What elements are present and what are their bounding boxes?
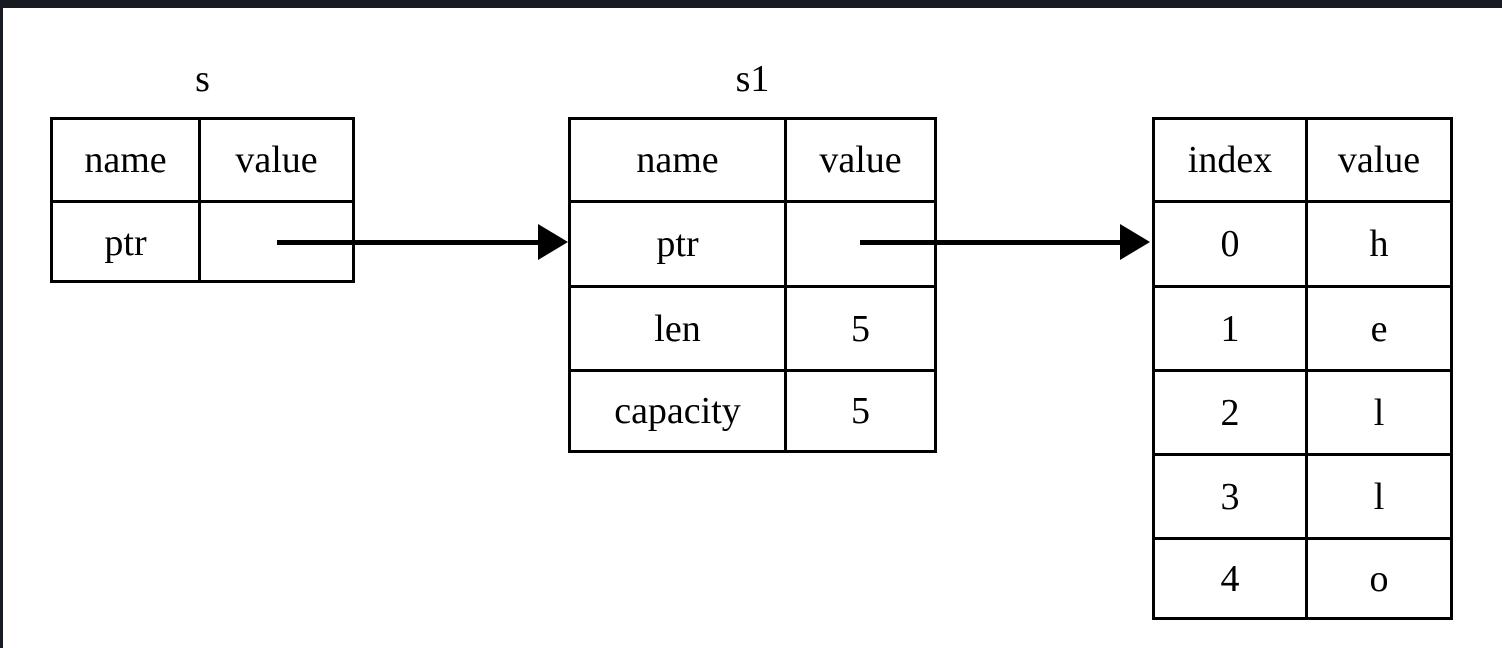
table-s: name value ptr [50, 117, 355, 283]
field-name-ptr: ptr [571, 203, 787, 285]
column-header-value: value [819, 139, 902, 181]
column-header-value: value [1337, 139, 1421, 181]
table-row: ptr [571, 203, 934, 288]
buffer-index-3: 3 [1155, 456, 1308, 537]
table-row: len 5 [571, 288, 934, 372]
column-header-value: value [235, 139, 318, 181]
buffer-index-0: 0 [1155, 203, 1308, 285]
buffer-index-1: 1 [1155, 288, 1308, 369]
column-header-name: name [571, 120, 787, 200]
table-row: ptr [53, 203, 352, 283]
table-row: 4 o [1155, 540, 1450, 617]
page-frame-left-rule [0, 0, 3, 648]
pointer-arrow-s1-to-buffer-line [860, 240, 1126, 245]
table-row: 3 l [1155, 456, 1450, 540]
table-s1: name value ptr len 5 capacity 5 [568, 117, 937, 453]
table-buffer: index value 0 h 1 e 2 l 3 l 4 o [1152, 117, 1453, 620]
table-row: 2 l [1155, 372, 1450, 456]
table-row: name value [571, 120, 934, 203]
buffer-index-2: 2 [1155, 372, 1308, 453]
table-row: capacity 5 [571, 372, 934, 450]
page-frame-top-rule [0, 0, 1502, 8]
table-row: index value [1155, 120, 1450, 203]
table-row: name value [53, 120, 352, 203]
buffer-value-2: l [1373, 391, 1385, 434]
column-header-name: name [53, 120, 201, 200]
table-row: 1 e [1155, 288, 1450, 372]
buffer-value-0: h [1369, 223, 1389, 265]
field-value-len: 5 [851, 307, 870, 350]
field-name-ptr: ptr [53, 203, 201, 283]
pointer-arrow-s1-to-buffer-head [1120, 224, 1150, 260]
pointer-arrow-s-to-s1-line [277, 240, 544, 245]
field-value-capacity: 5 [851, 390, 870, 432]
table-title-s: s [195, 58, 210, 100]
buffer-value-1: e [1370, 307, 1388, 350]
table-title-s1: s1 [735, 58, 770, 100]
pointer-arrow-s-to-s1-head [538, 224, 568, 260]
field-name-capacity: capacity [571, 372, 787, 450]
buffer-index-4: 4 [1155, 540, 1308, 617]
column-header-index: index [1155, 120, 1308, 200]
buffer-value-4: o [1369, 557, 1389, 600]
table-row: 0 h [1155, 203, 1450, 288]
field-name-len: len [571, 288, 787, 369]
buffer-value-3: l [1373, 475, 1385, 518]
